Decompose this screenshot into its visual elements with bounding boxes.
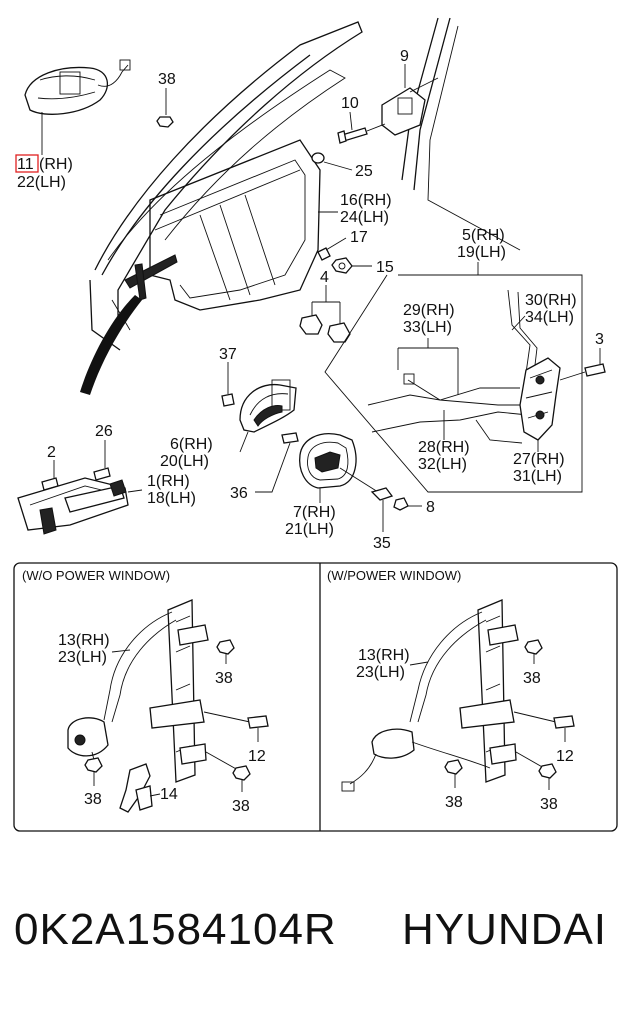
callout-4: 4 — [320, 269, 329, 286]
callout-32: 32(LH) — [418, 456, 467, 473]
screw-10 — [337, 111, 386, 144]
callout-2: 2 — [47, 444, 56, 461]
footer: 0K2A1584104R HYUNDAI — [0, 905, 632, 985]
handle-bezel — [299, 433, 357, 503]
panel-left-callout-23: 23(LH) — [58, 649, 107, 666]
panel-right-callout-38-b: 38 — [445, 794, 463, 811]
callout-35: 35 — [373, 535, 391, 552]
leader-13-left — [111, 649, 131, 653]
leader-29 — [397, 338, 459, 395]
outside-handle-illustration — [24, 59, 131, 155]
panel-left-callout-38-c: 38 — [232, 798, 250, 815]
latch-group-outline — [324, 274, 583, 493]
window-crank-handle-14 — [119, 763, 161, 813]
panel-right-callout-23: 23(LH) — [356, 664, 405, 681]
panel-right-nut-38-b — [444, 759, 463, 788]
callout-21: 21(LH) — [285, 521, 334, 538]
parts-diagram: 11 (RH) 22(LH) 38 9 10 25 16(RH) 24(LH) … — [13, 17, 618, 832]
callout-7: 7(RH) — [293, 504, 336, 521]
inside-handle-illustration — [239, 379, 297, 453]
callout-1: 1(RH) — [147, 473, 190, 490]
highlight-box-11 — [15, 154, 39, 173]
panel-left-callout-38-a: 38 — [215, 670, 233, 687]
callout-24: 24(LH) — [340, 209, 389, 226]
callout-3: 3 — [595, 331, 604, 348]
regulator-panels-frame — [13, 562, 618, 832]
callout-22: 22(LH) — [17, 174, 66, 191]
callout-6: 6(RH) — [170, 436, 213, 453]
bolt-2 — [41, 460, 59, 491]
callout-10: 10 — [341, 95, 359, 112]
panel-left-nut-38-b — [84, 757, 103, 786]
latch-rods — [367, 289, 538, 444]
panel-left-callout-13: 13(RH) — [58, 632, 110, 649]
cap-8 — [393, 497, 422, 511]
panel-right-callout-12: 12 — [556, 748, 574, 765]
clip-17 — [317, 237, 347, 261]
grommet-25 — [311, 152, 353, 171]
panel-right-callout-38-a: 38 — [523, 670, 541, 687]
leader-13-right — [409, 661, 429, 666]
latch-body — [519, 357, 561, 441]
callout-16: 16(RH) — [340, 192, 392, 209]
fasteners-4 — [299, 285, 351, 343]
callout-27: 27(RH) — [513, 451, 565, 468]
part-number: 0K2A1584104R — [14, 905, 337, 954]
callout-25: 25 — [355, 163, 373, 180]
leader-30 — [511, 315, 526, 331]
panel-right-bolt-12 — [513, 711, 575, 742]
door-check-illustration — [17, 477, 143, 535]
panel-left-callout-38-b: 38 — [84, 791, 102, 808]
bolt-26 — [93, 440, 111, 481]
screw-35 — [339, 467, 394, 532]
callout-15: 15 — [376, 259, 394, 276]
panel-left-nut-38-a — [216, 639, 235, 664]
clip-15 — [331, 257, 372, 274]
panel-right-callout-13: 13(RH) — [358, 647, 410, 664]
callout-28: 28(RH) — [418, 439, 470, 456]
panel-left-bolt-12 — [203, 711, 269, 742]
callout-31: 31(LH) — [513, 468, 562, 485]
callout-30: 30(RH) — [525, 292, 577, 309]
callout-33: 33(LH) — [403, 319, 452, 336]
door-frame-illustration — [80, 17, 521, 395]
callout-26: 26 — [95, 423, 113, 440]
callout-5: 5(RH) — [462, 227, 505, 244]
callout-34: 34(LH) — [525, 309, 574, 326]
screw-3 — [559, 348, 606, 381]
callout-19: 19(LH) — [457, 244, 506, 261]
panel-right-nut-38-a — [524, 639, 543, 664]
callout-9: 9 — [400, 48, 409, 65]
panel-right-header: (W/POWER WINDOW) — [327, 568, 461, 583]
nut-38-top — [156, 88, 174, 128]
striker-illustration — [381, 64, 439, 136]
panel-left-callout-12: 12 — [248, 748, 266, 765]
callout-11: 11 — [17, 156, 34, 173]
callout-20: 20(LH) — [160, 453, 209, 470]
callout-8: 8 — [426, 499, 435, 516]
screw-36 — [255, 432, 299, 493]
callout-11-suffix: (RH) — [39, 156, 73, 173]
panel-left-callout-14: 14 — [160, 786, 178, 803]
panel-left-nut-38-c — [205, 751, 251, 792]
callout-17: 17 — [350, 229, 368, 246]
brand-name: HYUNDAI — [402, 905, 608, 954]
power-regulator-illustration — [341, 599, 519, 792]
screw-37 — [221, 362, 235, 407]
callout-18: 18(LH) — [147, 490, 196, 507]
callout-36: 36 — [230, 485, 248, 502]
callout-37: 37 — [219, 346, 237, 363]
callout-29: 29(RH) — [403, 302, 455, 319]
manual-regulator-illustration — [67, 599, 209, 783]
panel-right-callout-38-c: 38 — [540, 796, 558, 813]
panel-left-header: (W/O POWER WINDOW) — [22, 568, 170, 583]
panel-right-nut-38-c — [515, 751, 557, 790]
callout-38-top: 38 — [158, 71, 176, 88]
